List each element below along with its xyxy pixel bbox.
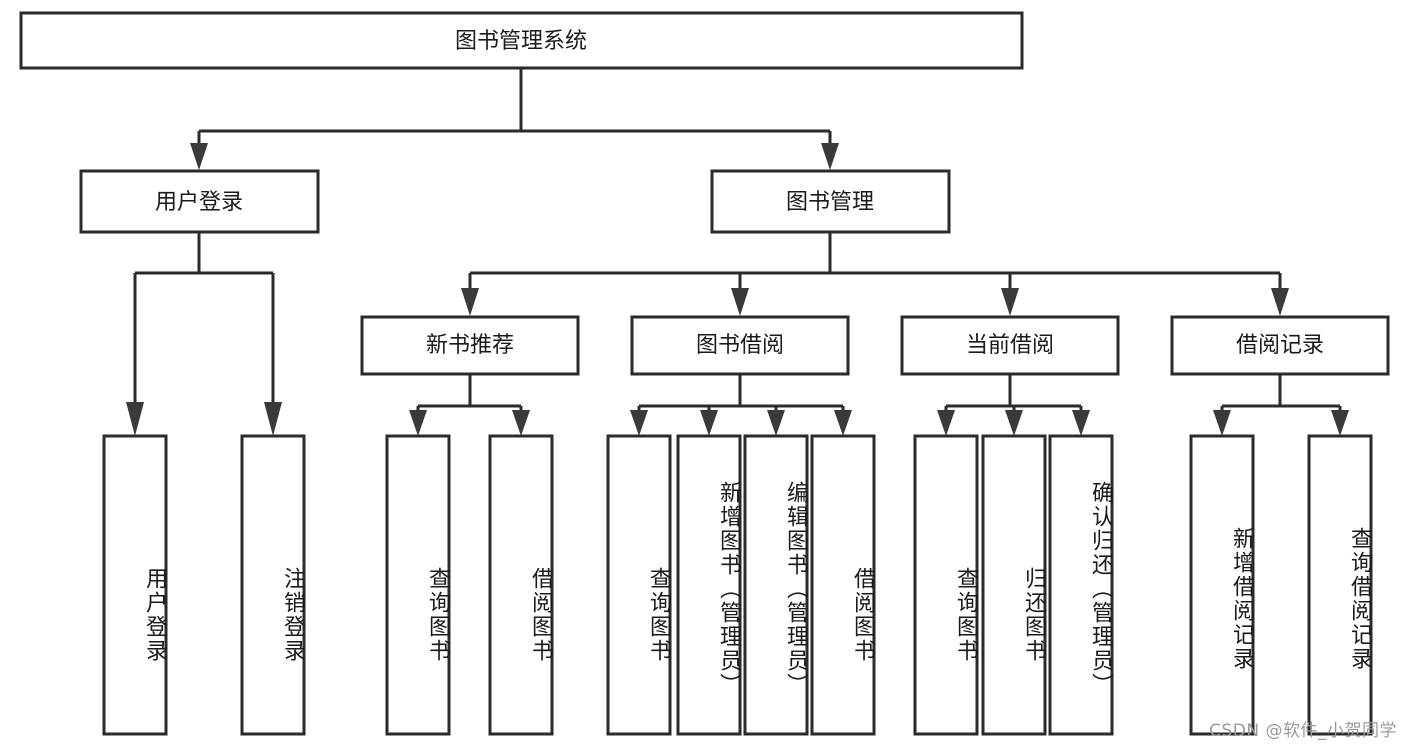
node-leaf-bookborrow-borrow[interactable] xyxy=(810,434,876,736)
arrow-currentborrow-leaf-1 xyxy=(937,410,955,436)
arrow-root-to-bookmgmt xyxy=(821,143,839,170)
arrow-newbook-leaf-2 xyxy=(512,410,530,436)
arrow-bookmgmt-child-3 xyxy=(1001,288,1019,316)
node-user-login-label: 用户登录 xyxy=(155,190,243,215)
node-leaf-currentborrow-confirm[interactable] xyxy=(1048,434,1114,736)
arrow-userlogin-leaf-2 xyxy=(264,402,282,436)
node-root[interactable] xyxy=(19,11,1024,70)
node-book-borrow[interactable] xyxy=(630,315,850,376)
node-leaf-user-login-logout[interactable] xyxy=(240,434,306,736)
node-current-borrow-label: 当前借阅 xyxy=(966,333,1054,358)
node-borrow-record-label: 借阅记录 xyxy=(1236,333,1324,358)
node-borrow-record[interactable] xyxy=(1170,315,1390,376)
node-book-management[interactable] xyxy=(710,169,951,234)
arrow-currentborrow-leaf-3 xyxy=(1072,410,1090,436)
watermark: CSDN @软件_小贺同学 xyxy=(1209,721,1397,741)
node-user-login[interactable] xyxy=(79,169,320,234)
node-book-management-label: 图书管理 xyxy=(786,190,874,215)
node-leaf-newbook-borrow[interactable] xyxy=(488,434,554,736)
arrow-bookborrow-leaf-3 xyxy=(767,410,785,436)
arrow-bookborrow-leaf-1 xyxy=(630,410,648,436)
arrow-root-to-userlogin xyxy=(190,143,208,170)
node-leaf-user-login-login[interactable] xyxy=(102,434,168,736)
node-leaf-bookborrow-edit[interactable] xyxy=(743,434,809,736)
node-leaf-borrowrecord-add[interactable] xyxy=(1189,434,1255,736)
node-leaf-currentborrow-return[interactable] xyxy=(981,434,1047,736)
arrow-currentborrow-leaf-2 xyxy=(1005,410,1023,436)
node-leaf-newbook-query[interactable] xyxy=(385,434,451,736)
node-book-borrow-label: 图书借阅 xyxy=(696,333,784,358)
node-new-book-recommend[interactable] xyxy=(360,315,580,376)
arrow-newbook-leaf-1 xyxy=(409,410,427,436)
arrow-bookmgmt-child-1 xyxy=(461,288,479,316)
arrow-bookborrow-leaf-4 xyxy=(834,410,852,436)
arrow-borrowrecord-leaf-1 xyxy=(1213,410,1231,436)
node-leaf-bookborrow-query[interactable] xyxy=(606,434,672,736)
node-current-borrow[interactable] xyxy=(900,315,1120,376)
arrow-bookmgmt-child-4 xyxy=(1271,288,1289,316)
node-root-label: 图书管理系统 xyxy=(455,29,587,54)
arrow-bookborrow-leaf-2 xyxy=(700,410,718,436)
node-new-book-recommend-label: 新书推荐 xyxy=(426,333,514,358)
nodes-layer: 图书管理系统 用户登录 图书管理 新书推荐 图书借阅 当前借阅 借阅记录 xyxy=(19,11,1390,736)
node-leaf-borrowrecord-query[interactable] xyxy=(1307,434,1373,736)
connectors-layer xyxy=(126,68,1349,436)
arrow-borrowrecord-leaf-2 xyxy=(1331,410,1349,436)
node-leaf-bookborrow-add[interactable] xyxy=(676,434,742,736)
node-leaf-currentborrow-query[interactable] xyxy=(913,434,979,736)
arrow-bookmgmt-child-2 xyxy=(731,288,749,316)
arrow-userlogin-leaf-1 xyxy=(126,402,144,436)
